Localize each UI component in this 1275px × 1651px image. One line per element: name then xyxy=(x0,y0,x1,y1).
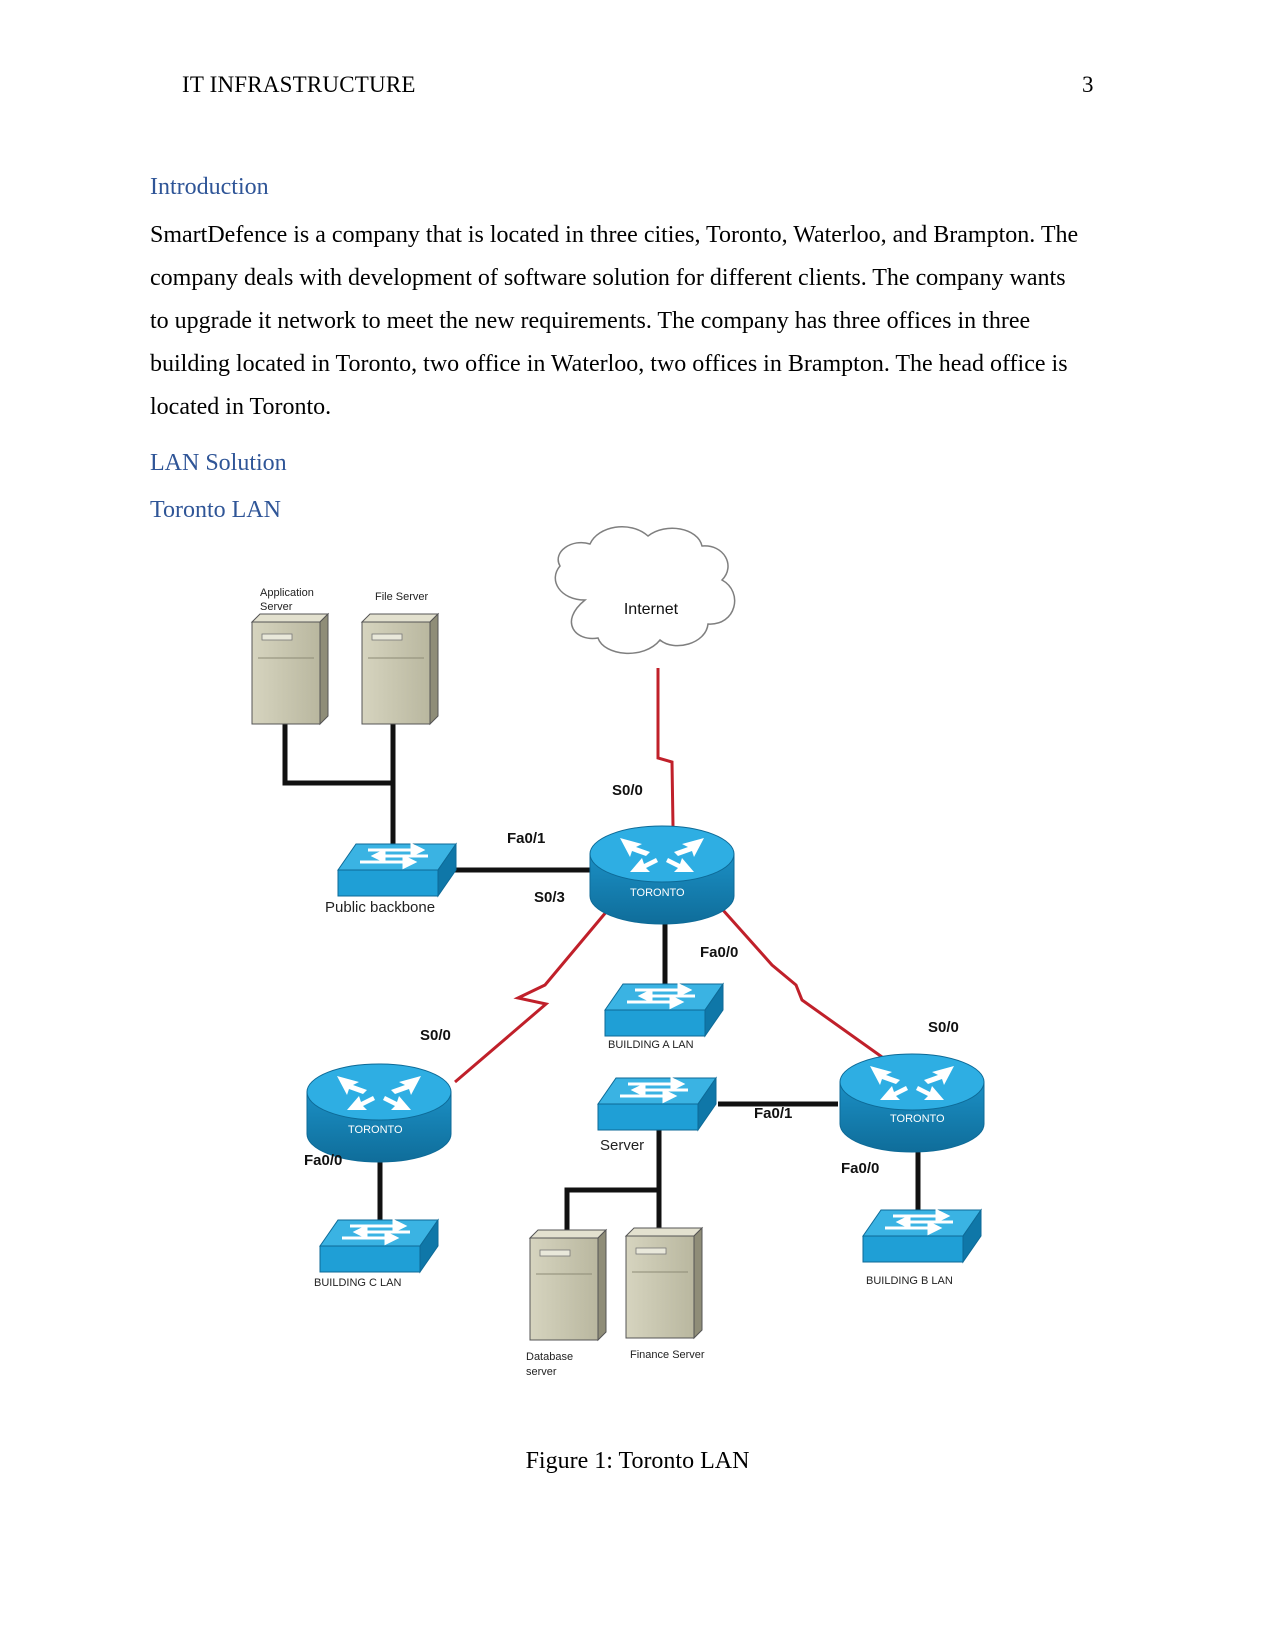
running-head: IT INFRASTRUCTURE xyxy=(182,72,416,97)
building-a-label: BUILDING A LAN xyxy=(608,1039,694,1051)
application-server-label-line1: Application xyxy=(260,587,314,599)
paragraph-line: building located in Toronto, two office … xyxy=(150,351,1068,377)
port-label: Fa0/0 xyxy=(700,944,738,961)
internet-cloud: Internet xyxy=(554,526,736,654)
building-a-switch-icon xyxy=(603,982,725,1038)
port-label: S0/0 xyxy=(612,782,643,799)
port-label: S0/0 xyxy=(420,1027,451,1044)
port-label: Fa0/1 xyxy=(507,830,545,847)
port-label: Fa0/0 xyxy=(304,1152,342,1169)
toronto-left-router-icon xyxy=(306,1063,452,1163)
left-router-label: TORONTO xyxy=(348,1124,403,1136)
network-diagram: Internet Application Server File Server … xyxy=(251,526,985,1378)
internet-serial-link xyxy=(656,668,675,827)
port-label: Fa0/1 xyxy=(754,1105,792,1122)
right-serial-link xyxy=(712,899,883,1059)
building-b-label: BUILDING B LAN xyxy=(866,1275,953,1287)
toronto-lan-heading: Toronto LAN xyxy=(150,497,281,523)
serial-links xyxy=(454,668,883,1084)
page-number: 3 xyxy=(1082,72,1094,97)
app-server-link xyxy=(282,714,393,786)
server-switch-icon xyxy=(596,1076,718,1132)
lan-solution-heading: LAN Solution xyxy=(150,450,287,476)
application-server-label-line2: Server xyxy=(260,601,293,613)
building-c-label: BUILDING C LAN xyxy=(314,1277,401,1289)
finance-server-icon xyxy=(625,1227,703,1339)
paragraph-line: located in Toronto. xyxy=(150,394,332,420)
left-serial-link xyxy=(454,904,614,1084)
figure-caption: Figure 1: Toronto LAN xyxy=(525,1448,750,1474)
toronto-main-router-icon xyxy=(589,825,735,925)
port-label: S0/0 xyxy=(928,1019,959,1036)
introduction-paragraph: SmartDefence is a company that is locate… xyxy=(150,214,1140,429)
port-label: S0/3 xyxy=(534,889,565,906)
paragraph-line: SmartDefence is a company that is locate… xyxy=(150,222,1079,248)
application-server-icon xyxy=(251,613,329,725)
paragraph-line: company deals with development of softwa… xyxy=(150,265,1066,291)
internet-label: Internet xyxy=(624,601,679,618)
port-label: Fa0/0 xyxy=(841,1160,879,1177)
file-server-label: File Server xyxy=(375,591,429,603)
database-server-icon xyxy=(529,1229,607,1341)
toronto-right-router-icon xyxy=(839,1053,985,1153)
right-router-label: TORONTO xyxy=(890,1113,945,1125)
public-backbone-switch-icon xyxy=(336,842,458,898)
main-router-label: TORONTO xyxy=(630,887,685,899)
server-switch-label: Server xyxy=(600,1137,644,1154)
database-server-label-line1: Database xyxy=(526,1351,573,1363)
file-server-icon xyxy=(361,613,439,725)
database-server-label-line2: server xyxy=(526,1366,557,1378)
building-c-switch-icon xyxy=(318,1218,440,1274)
paragraph-line: to upgrade it network to meet the new re… xyxy=(150,308,1031,334)
finance-server-label: Finance Server xyxy=(630,1349,705,1361)
database-server-link xyxy=(564,1130,662,1230)
building-b-switch-icon xyxy=(861,1208,983,1264)
public-backbone-label: Public backbone xyxy=(325,899,435,916)
introduction-heading: Introduction xyxy=(150,174,269,200)
